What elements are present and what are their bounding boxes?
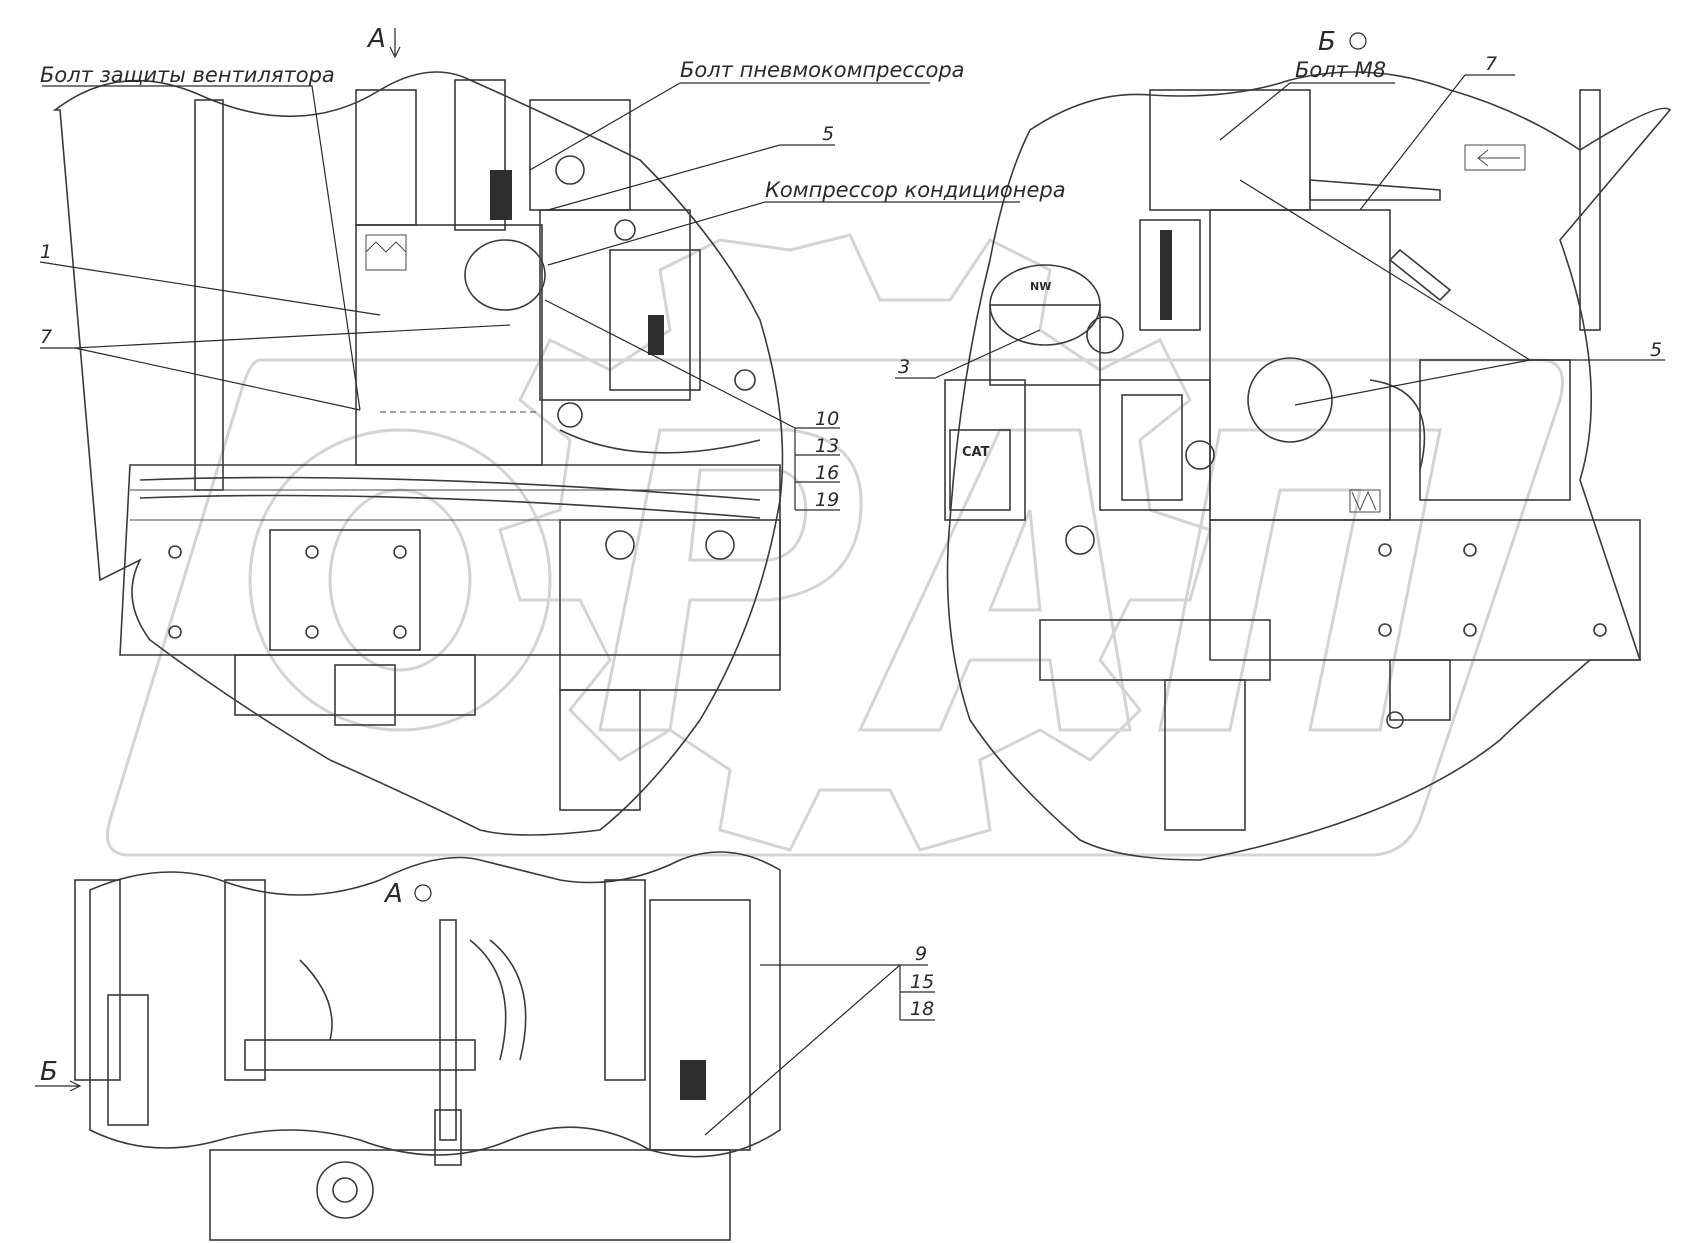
watermark-logo (106, 233, 1564, 857)
bottom-view-engine (74, 851, 781, 1241)
callout-19: 19 (815, 489, 839, 511)
callout-15: 15 (910, 971, 934, 993)
view-a-arrow-label: А (366, 24, 386, 54)
view-b-label: Б (1318, 27, 1336, 57)
ac-compressor-label: Компрессор кондиционера (765, 178, 1066, 202)
callout-5-right: 5 (1650, 339, 1662, 361)
callout-3: 3 (898, 356, 910, 378)
cat-badge-text: CAT (962, 445, 990, 460)
callout-9: 9 (915, 943, 927, 965)
right-view-engine (944, 71, 1672, 861)
view-a-bottom-label: А (383, 879, 403, 909)
callout-18: 18 (910, 998, 934, 1020)
callout-13: 13 (815, 435, 839, 457)
bolt-m8-label: Болт М8 (1295, 58, 1386, 82)
leader-lines (35, 28, 1665, 1136)
callout-10: 10 (815, 408, 839, 430)
callout-7-right: 7 (1485, 53, 1497, 75)
callout-1: 1 (40, 241, 52, 263)
air-compressor-bolt-label: Болт пневмокомпрессора (680, 58, 965, 82)
callout-7-left: 7 (40, 326, 52, 348)
annotations: А Б А Б Болт защиты вентилятора Болт пне… (40, 24, 1662, 1087)
view-a-circle (414, 884, 432, 902)
callout-5-left: 5 (822, 123, 834, 145)
filter-nw-text: NW (1030, 280, 1051, 293)
fan-guard-bolt-label: Болт защиты вентилятора (40, 63, 335, 87)
callout-16: 16 (815, 462, 839, 484)
view-b-circle (1349, 32, 1367, 50)
left-view-engine (52, 71, 784, 836)
arrow-b-label: Б (40, 1057, 58, 1087)
